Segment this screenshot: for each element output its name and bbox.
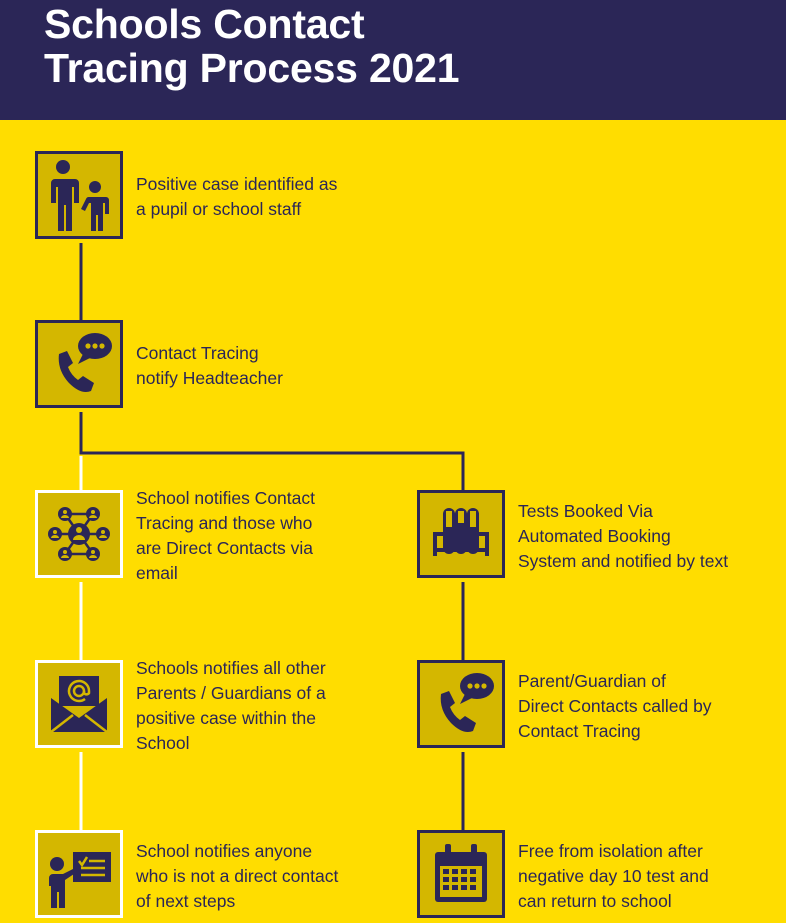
teacher-board-icon xyxy=(47,852,111,908)
step-1-icon-box xyxy=(35,151,123,239)
step-8-icon-box xyxy=(417,830,505,918)
page-title: Schools Contact Tracing Process 2021 xyxy=(44,1,460,91)
phone-chat-icon xyxy=(58,333,112,392)
step-1-text: Positive case identified as a pupil or s… xyxy=(136,174,338,219)
step-2-icon-box xyxy=(35,320,123,408)
calendar-icon xyxy=(435,844,487,902)
step-6-text: Tests Booked Via Automated Booking Syste… xyxy=(518,501,729,571)
step-5-text: School notifies anyone who is not a dire… xyxy=(136,841,339,911)
step-2-text: Contact Tracing notify Headteacher xyxy=(136,343,283,388)
header-banner: Schools Contact Tracing Process 2021 xyxy=(0,0,786,120)
step-8-text: Free from isolation after negative day 1… xyxy=(518,841,709,911)
step-4-text: Schools notifies all other Parents / Gua… xyxy=(136,658,326,753)
network-people-icon xyxy=(48,507,110,561)
step-5-icon-box xyxy=(35,830,123,918)
connector-line xyxy=(79,451,465,490)
step-7-icon-box xyxy=(417,660,505,748)
test-tubes-icon xyxy=(433,508,489,556)
step-7-text: Parent/Guardian of Direct Contacts calle… xyxy=(518,671,712,741)
phone-chat-icon xyxy=(440,673,494,732)
step-4-icon-box xyxy=(35,660,123,748)
step-3-icon-box xyxy=(35,490,123,578)
family-icon xyxy=(51,160,109,231)
step-3-text: School notifies Contact Tracing and thos… xyxy=(136,488,315,583)
email-envelope-icon xyxy=(50,676,108,733)
step-6-icon-box xyxy=(417,490,505,578)
